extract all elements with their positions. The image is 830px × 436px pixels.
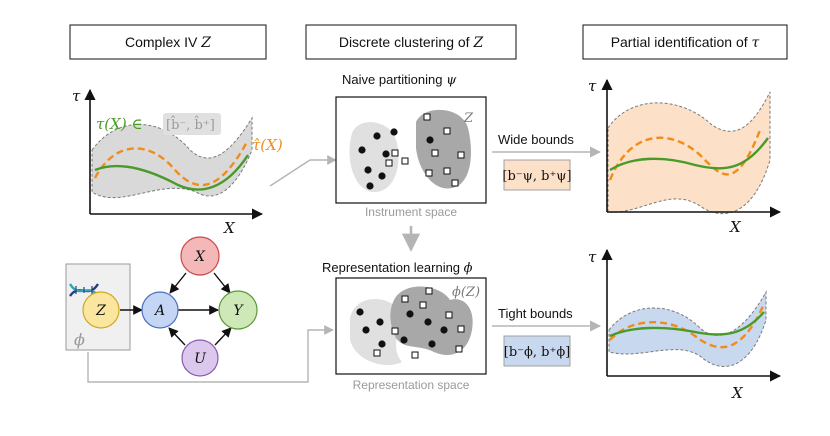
- wide-bounds-arrow: Wide bounds [b⁻ψ, b⁺ψ]: [492, 132, 602, 191]
- edge-U-A: [168, 327, 186, 346]
- node-A: [141, 291, 179, 329]
- svg-text:Z: Z: [463, 111, 474, 126]
- svg-text:Complex IV Z: Complex IV Z: [125, 34, 211, 51]
- svg-text:X: X: [194, 249, 206, 265]
- edge-U-Y: [214, 327, 232, 346]
- svg-text:Wide bounds: Wide bounds: [498, 132, 574, 147]
- svg-text:U: U: [194, 351, 207, 367]
- left-plot-tau-hat-curve: [93, 139, 250, 187]
- svg-text:Tight bounds: Tight bounds: [498, 306, 573, 321]
- causal-graph: ϕ X A Y U Z: [65, 236, 258, 377]
- edge-X-A: [169, 272, 187, 294]
- svg-text:Z: Z: [95, 303, 106, 319]
- node-Z: [82, 291, 120, 329]
- svg-text:X: X: [729, 218, 742, 236]
- phi-label: ϕ: [74, 330, 85, 349]
- connector-bottom: [87, 325, 334, 383]
- left-plot-tau-label: τ(X) ∈: [96, 115, 143, 133]
- left-plot-interval-label: [b̂⁻, b̂⁺]: [166, 115, 215, 133]
- svg-text:Discrete clustering of Z: Discrete clustering of Z: [339, 34, 484, 51]
- svg-text:Instrument space: Instrument space: [365, 205, 457, 219]
- left-plot-interval-badge: [163, 113, 221, 135]
- svg-text:ϕ(Z): ϕ(Z): [452, 285, 480, 300]
- tight-bounds-arrow: Tight bounds [b⁻ϕ, b⁺ϕ]: [492, 306, 602, 367]
- edge-X-Y: [213, 272, 231, 294]
- connector-top: [269, 155, 337, 187]
- svg-text:[b⁻ϕ, b⁺ϕ]: [b⁻ϕ, b⁺ϕ]: [504, 345, 571, 360]
- header-right: Partial identification of τ: [582, 24, 788, 60]
- middle-top-title: Naive partitioning ψ: [342, 72, 457, 88]
- header-left: Complex IV Z: [69, 24, 267, 60]
- svg-text:Partial identification of τ: Partial identification of τ: [611, 34, 760, 51]
- node-U: [181, 339, 219, 377]
- node-X: [180, 236, 220, 276]
- left-plot: τ X τ(X) ∈ [b̂⁻, b̂⁺] τ̂(X): [72, 87, 283, 237]
- left-plot-tau-hat-label: τ̂(X): [252, 136, 283, 154]
- svg-text:τ: τ: [588, 77, 597, 95]
- middle-top-panel: Naive partitioning ψ Z Instrument space: [335, 72, 487, 219]
- svg-text:τ: τ: [588, 248, 597, 266]
- svg-text:[b⁻ψ, b⁺ψ]: [b⁻ψ, b⁺ψ]: [502, 169, 571, 184]
- left-plot-x-label: X: [223, 219, 236, 237]
- svg-text:X: X: [731, 384, 744, 402]
- left-plot-tau-curve: [94, 154, 250, 191]
- right-top-plot: τ X: [588, 77, 782, 236]
- left-plot-y-label: τ: [72, 87, 81, 105]
- node-Y: [218, 290, 258, 330]
- svg-text:A: A: [153, 303, 165, 319]
- svg-text:Y: Y: [233, 303, 244, 319]
- right-bottom-plot: τ X: [588, 248, 782, 402]
- left-plot-band: [91, 116, 253, 199]
- middle-bottom-panel: Representation learning ϕ ϕ(Z) Represent…: [322, 260, 487, 392]
- header-middle: Discrete clustering of Z: [305, 24, 517, 60]
- middle-bottom-title: Representation learning ϕ: [322, 260, 473, 276]
- svg-text:Representation space: Representation space: [353, 378, 470, 392]
